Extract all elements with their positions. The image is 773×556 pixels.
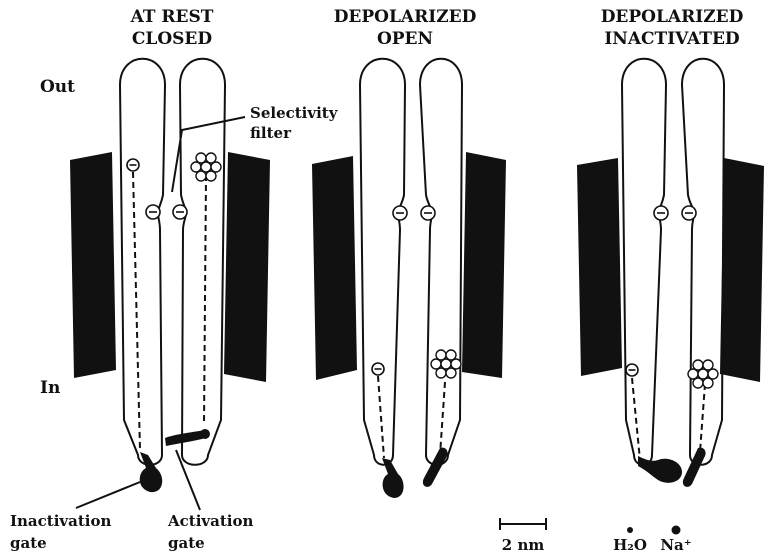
title-rest-line1: AT REST <box>130 7 214 27</box>
membrane-block-left <box>70 152 116 378</box>
membrane-block-right <box>720 158 764 382</box>
inactivation-pointer-line <box>76 482 140 508</box>
title-open-line2: OPEN <box>377 29 433 49</box>
inactivation-gate-ball <box>140 452 163 492</box>
charge-tether-left <box>133 172 140 450</box>
title-rest-line2: CLOSED <box>132 29 213 49</box>
membrane-block-left <box>577 158 622 376</box>
negative-charge-icon <box>421 206 435 220</box>
label-inactivation-line2: gate <box>10 534 47 552</box>
charge-tether-right <box>440 382 445 455</box>
legend-water: H₂O <box>613 536 647 554</box>
annotation-inactivation-gate: Inactivation gate <box>10 482 140 552</box>
membrane-block-left <box>312 156 357 380</box>
titles: AT REST CLOSED DEPOLARIZED OPEN DEPOLARI… <box>130 7 744 49</box>
protein-subunit-right <box>682 59 724 465</box>
negative-charge-icon <box>682 206 696 220</box>
positive-charge-cluster-icon <box>431 350 461 378</box>
label-inactivation-line1: Inactivation <box>10 512 111 530</box>
legend-sodium: Na⁺ <box>660 536 691 554</box>
title-open-line1: DEPOLARIZED <box>334 7 477 27</box>
protein-subunit-right <box>420 59 462 465</box>
protein-subunit-left <box>360 59 405 465</box>
panel-open <box>312 59 506 498</box>
membrane-block-right <box>224 152 270 382</box>
protein-subunit-right <box>180 59 225 465</box>
annotation-activation-gate: Activation gate <box>167 450 253 552</box>
legend: 2 nm H₂O Na⁺ <box>500 518 692 554</box>
activation-pointer-line <box>176 450 200 510</box>
activation-gate-bar <box>683 448 706 487</box>
sodium-ion-dot <box>672 526 681 535</box>
label-activation-line1: Activation <box>167 512 253 530</box>
label-activation-line2: gate <box>168 534 205 552</box>
negative-charge-icon <box>146 205 160 219</box>
panel-inactivated <box>577 59 764 487</box>
charge-tether-right <box>204 175 206 425</box>
positive-charge-cluster-icon <box>688 360 718 388</box>
water-molecule-dot <box>627 527 633 533</box>
inactivation-gate-ball <box>382 458 404 498</box>
protein-subunit-left <box>120 59 165 465</box>
negative-charge-icon <box>626 364 638 376</box>
title-inact-line1: DEPOLARIZED <box>601 7 744 27</box>
negative-charge-icon <box>127 159 139 171</box>
label-selectivity-line2: filter <box>250 124 292 142</box>
title-inact-line2: INACTIVATED <box>604 29 740 49</box>
activation-gate-bar <box>165 429 210 446</box>
negative-charge-icon <box>654 206 668 220</box>
charge-tether-left <box>378 376 384 458</box>
scale-label: 2 nm <box>502 536 545 554</box>
negative-charge-icon <box>173 205 187 219</box>
positive-charge-cluster-icon <box>191 153 221 181</box>
scale-bar <box>500 518 546 530</box>
membrane-block-right <box>462 152 506 378</box>
label-out: Out <box>40 77 75 97</box>
panel-rest <box>70 59 270 492</box>
negative-charge-icon <box>393 206 407 220</box>
annotation-selectivity: Selectivity filter <box>250 104 339 142</box>
inactivation-gate-ball <box>638 456 682 483</box>
negative-charge-icon <box>372 363 384 375</box>
protein-subunit-left <box>622 59 666 465</box>
charge-tether-right <box>700 384 705 452</box>
label-selectivity-line1: Selectivity <box>250 104 339 122</box>
label-in: In <box>40 378 60 398</box>
